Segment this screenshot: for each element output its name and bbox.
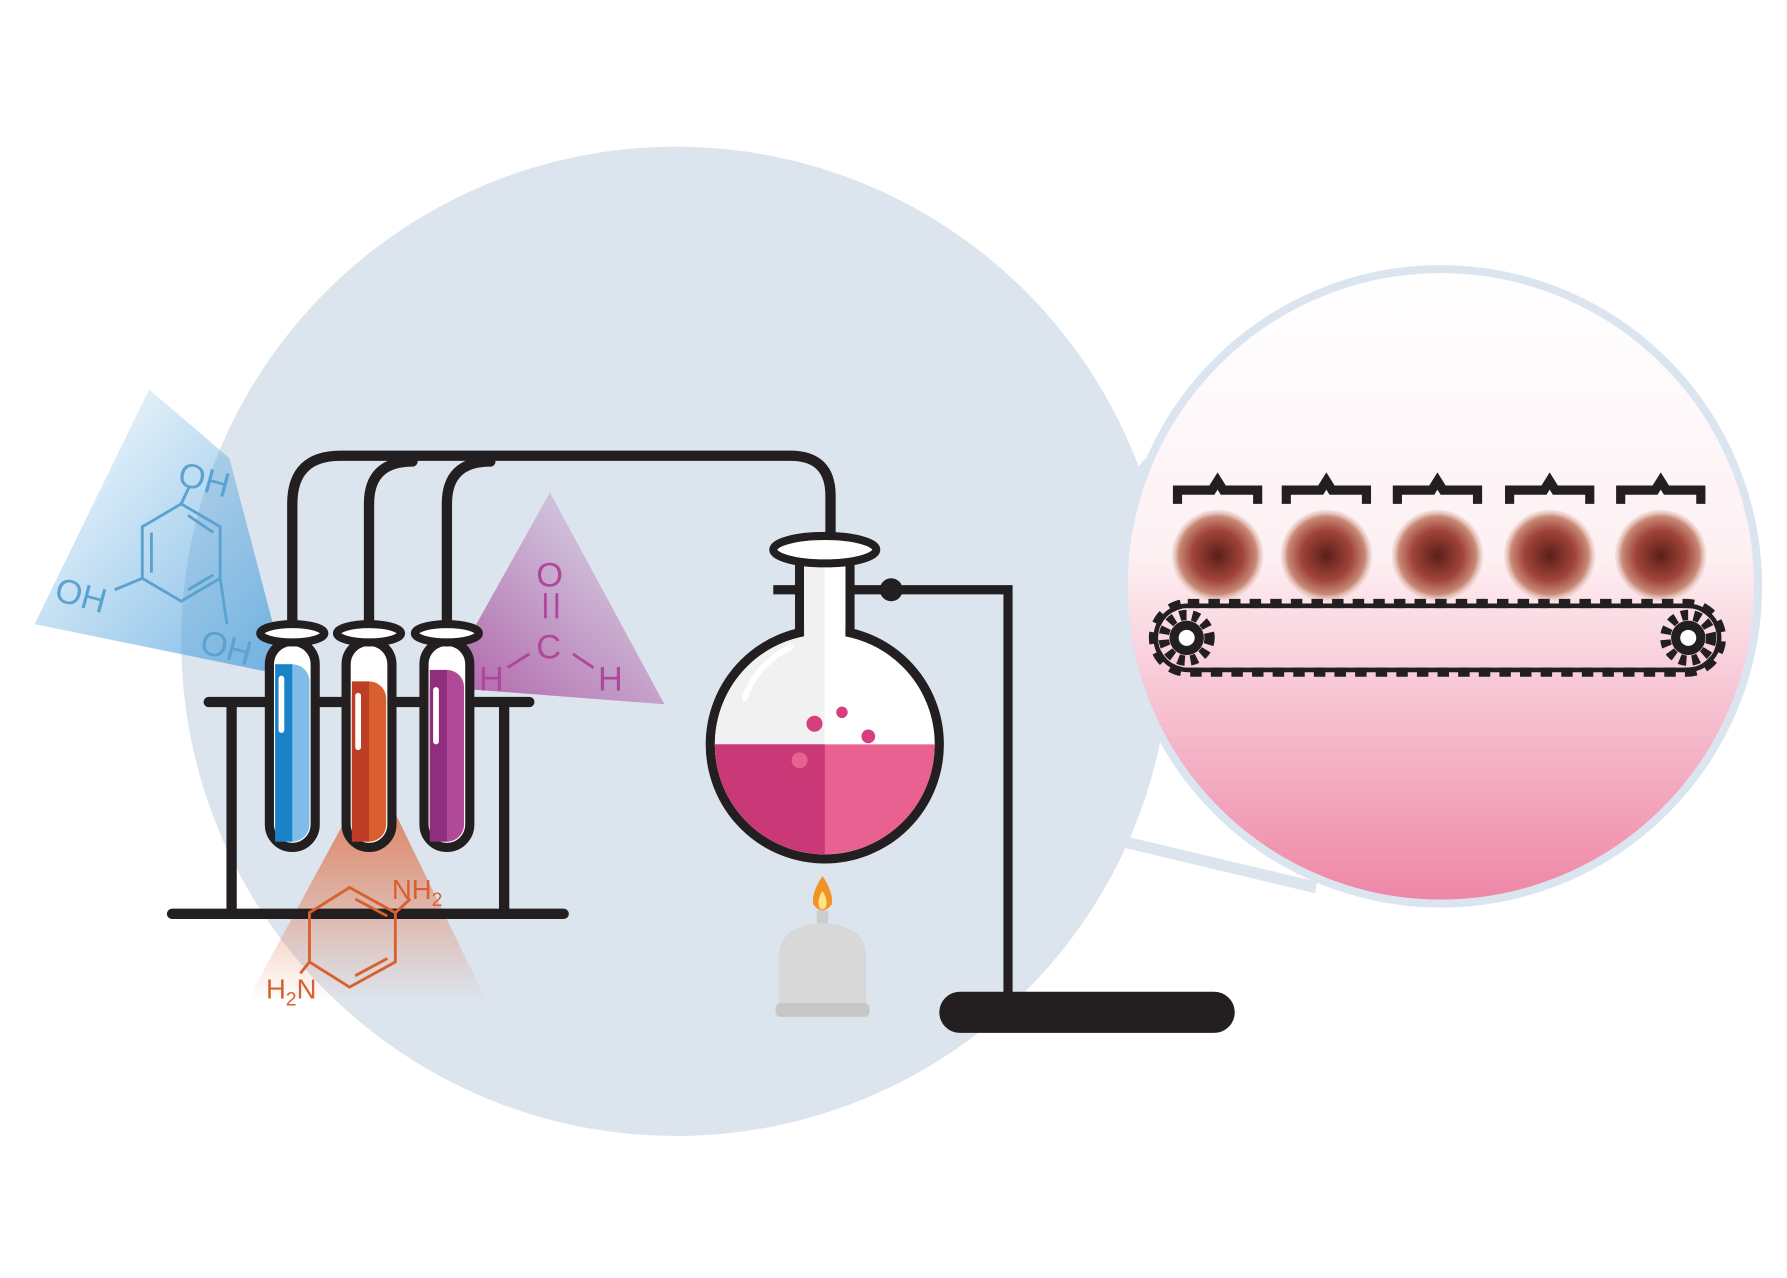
h-left-label: H: [479, 661, 504, 699]
tubing: [287, 450, 836, 630]
h2n-label: H2N: [266, 974, 317, 1011]
c-label: C: [536, 628, 561, 666]
alcohol-burner: [775, 876, 870, 1017]
urchin-particle: [1614, 509, 1707, 602]
test-tube-rack: [166, 696, 569, 919]
nh2-label: NH2: [392, 874, 443, 911]
urchin-particle: [1171, 509, 1264, 602]
urchin-particle: [1280, 509, 1373, 602]
test-tube-blue: [256, 620, 329, 852]
urchin-particle: [1391, 509, 1484, 602]
gear-icon: [1660, 609, 1717, 666]
formaldehyde-molecule: O C H H: [479, 556, 623, 698]
test-tube-orange: [332, 620, 406, 852]
nanoparticles: [1171, 509, 1707, 602]
capping-brackets: [1172, 472, 1706, 504]
gear-icon: [1158, 609, 1215, 666]
orange-light-beam: [246, 801, 487, 1003]
urchin-particle: [1503, 509, 1596, 602]
phenylenediamine-molecule: NH2 H2N: [266, 874, 442, 1011]
magnifier-lines: [882, 458, 1318, 894]
o-label: O: [536, 556, 563, 594]
magnified-view: [1119, 265, 1763, 908]
round-bottom-flask: [705, 531, 944, 864]
h-right-label: H: [598, 661, 623, 699]
test-tube-purple: [410, 620, 483, 852]
conveyor-belt: [1148, 598, 1727, 677]
purple-light-beam: [441, 492, 665, 705]
